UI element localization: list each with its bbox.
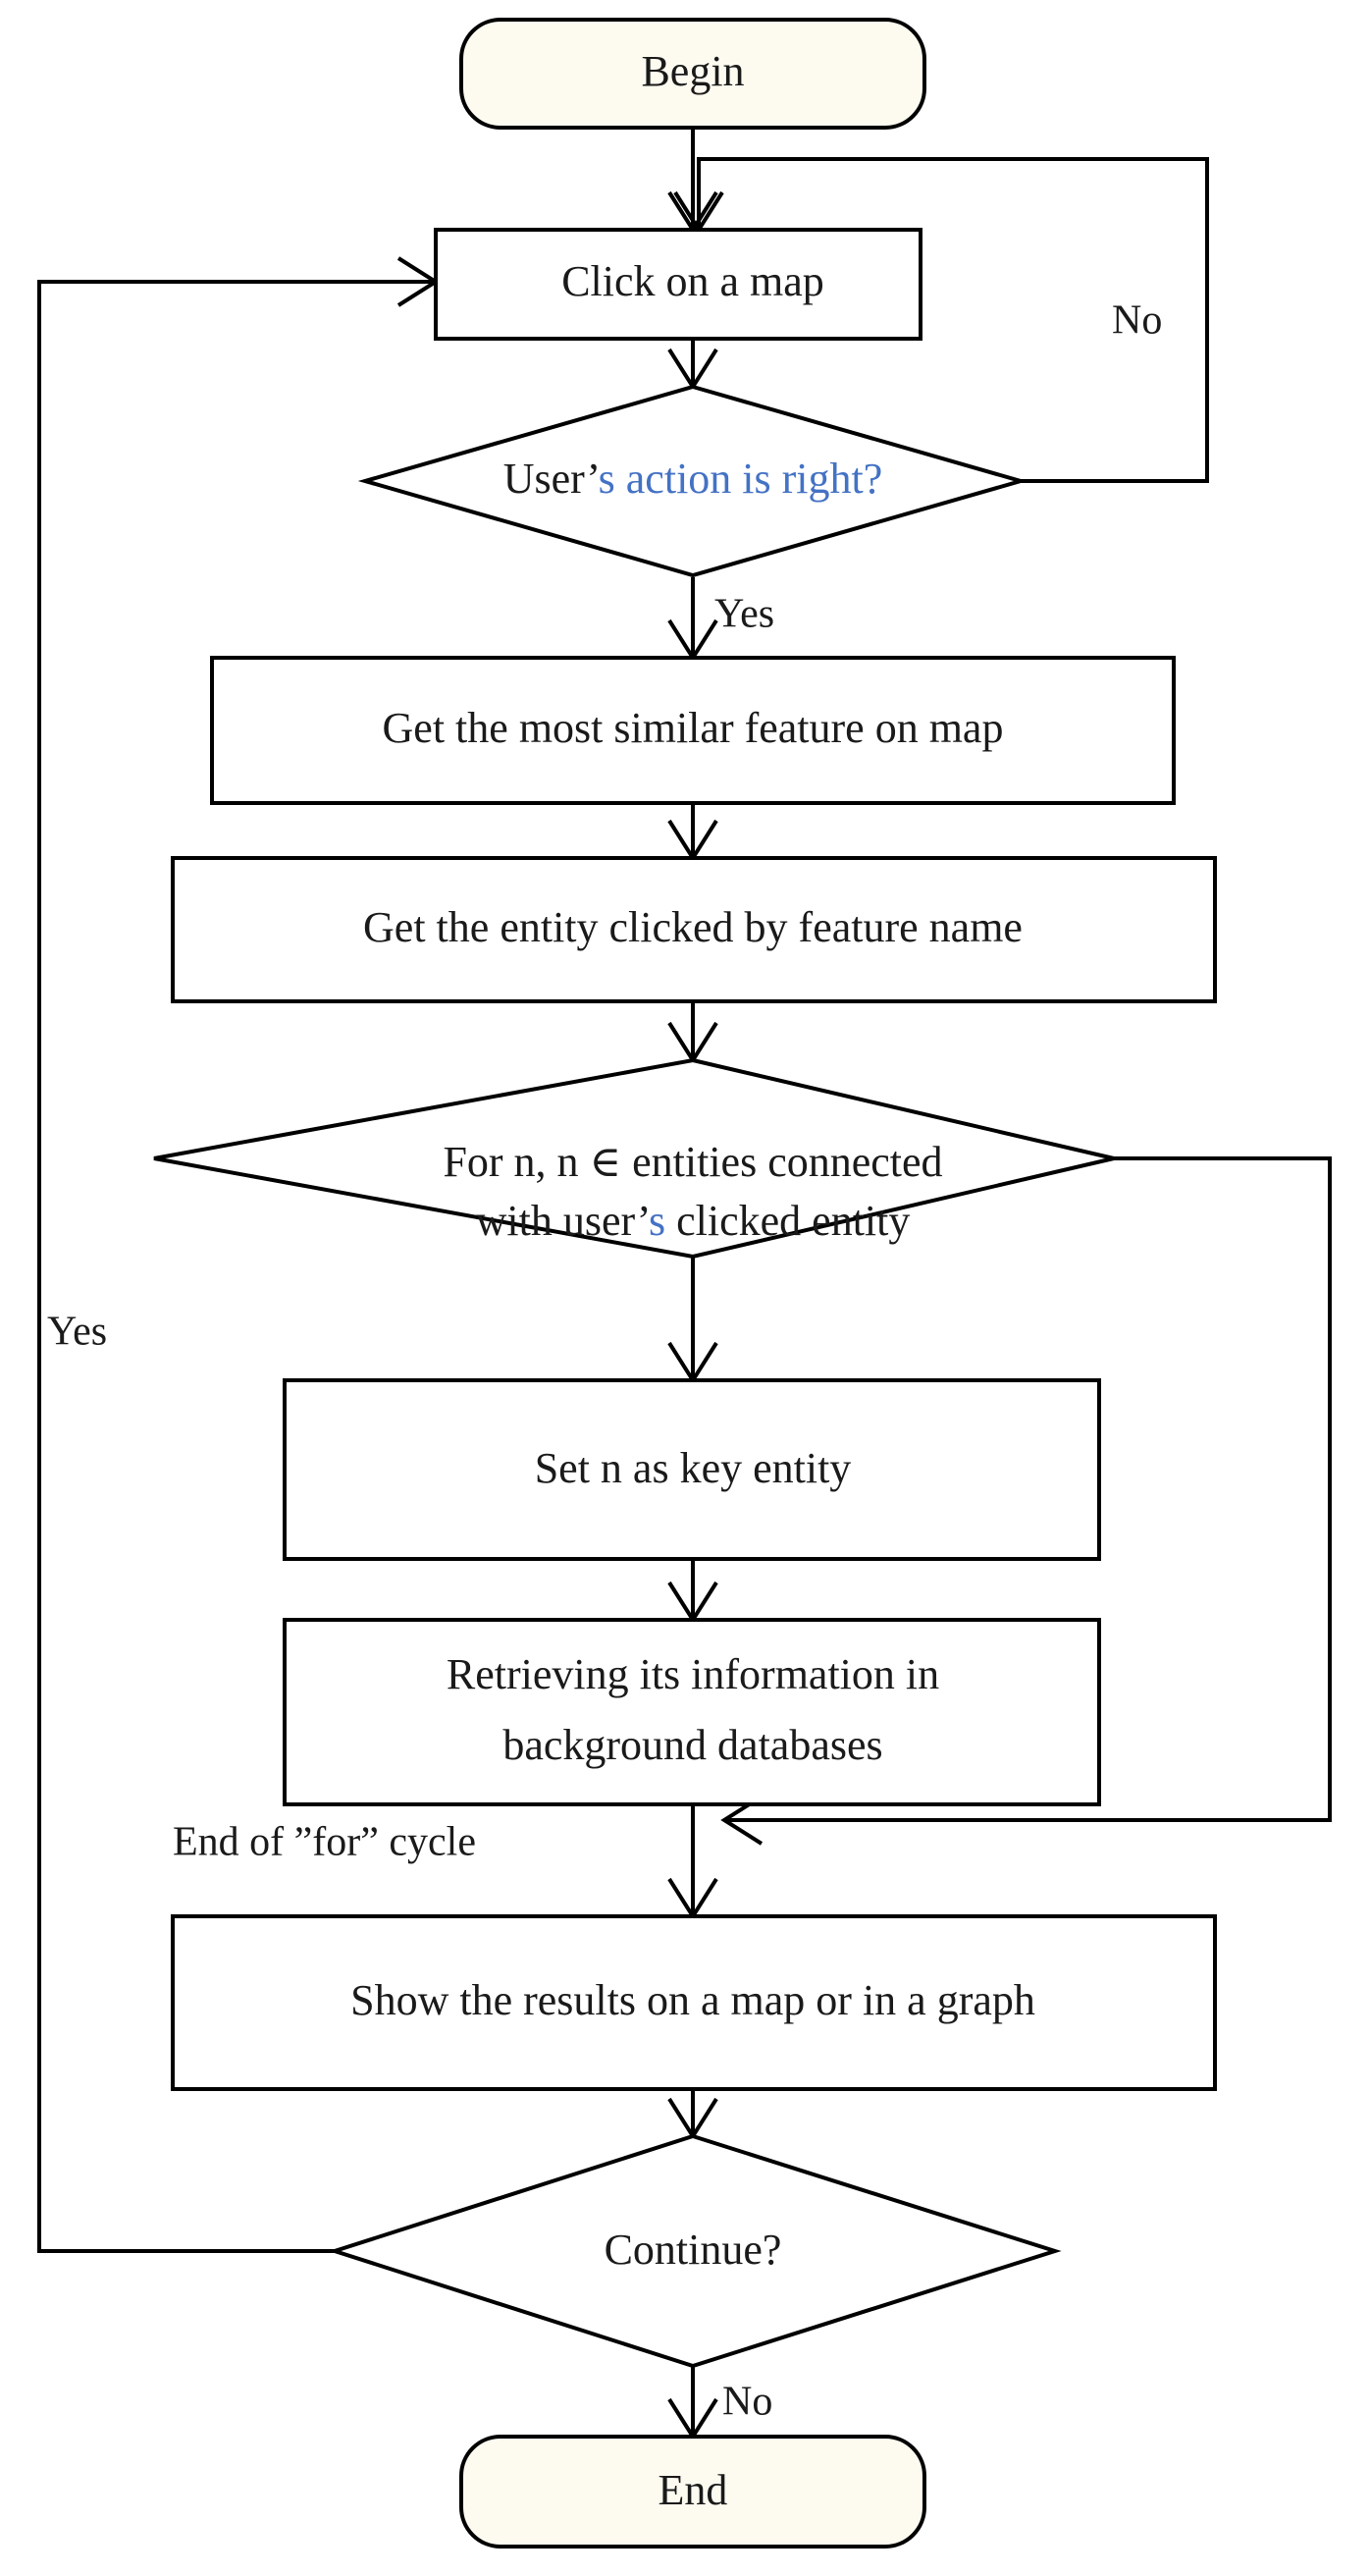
edge-click-to-decision xyxy=(667,339,718,391)
edge-similar-to-entity xyxy=(667,803,718,862)
forloop-text-line1-part-1: For n, n ∈ entities connected xyxy=(443,1138,942,1186)
node-entity-by-name[interactable]: Get the entity clicked by feature name xyxy=(171,856,1217,1003)
node-click-on-map[interactable]: Click on a map xyxy=(434,228,922,341)
forloop-text-line2-part-3: clicked entity xyxy=(665,1197,910,1245)
forloop-text-line2-part-2: s xyxy=(649,1197,665,1245)
node-decision-for-loop-line2: with user’s clicked entity xyxy=(476,1197,911,1245)
node-show-results-label: Show the results on a map or in a graph xyxy=(350,1976,1035,2024)
node-decision-for-loop[interactable]: For n, n ∈ entities connected with user’… xyxy=(153,1057,1115,1260)
node-end-label: End xyxy=(659,2466,728,2514)
node-begin-label: Begin xyxy=(641,47,744,95)
node-decision-continue[interactable]: Continue? xyxy=(328,2133,1062,2369)
edge-label-end-of-for-cycle: End of ”for” cycle xyxy=(173,1820,476,1865)
node-decision-for-loop-line1: For n, n ∈ entities connected xyxy=(443,1138,942,1186)
edge-label-no-action-right: No xyxy=(1112,298,1162,344)
edge-no-continue-to-end xyxy=(667,2366,718,2441)
edge-setkey-to-retrieve xyxy=(667,1559,718,1624)
node-similar-feature-label: Get the most similar feature on map xyxy=(383,704,1004,752)
node-retrieve-info[interactable]: Retrieving its information in background… xyxy=(283,1618,1101,1806)
forloop-text-line2-part-1: with user’ xyxy=(476,1197,649,1245)
node-decision-action-right[interactable]: User’s action is right? xyxy=(357,384,1028,578)
edge-yes-to-similar-feature xyxy=(667,577,718,662)
node-entity-by-name-label: Get the entity clicked by feature name xyxy=(363,903,1023,951)
edge-label-yes-action-right: Yes xyxy=(714,592,774,637)
edge-forloop-to-setkey xyxy=(667,1257,718,1384)
decision-text-part-1: User’ xyxy=(503,455,599,503)
node-begin[interactable]: Begin xyxy=(459,18,926,130)
edge-showresults-to-continue xyxy=(667,2089,718,2140)
node-similar-feature[interactable]: Get the most similar feature on map xyxy=(210,656,1176,805)
node-retrieve-info-line1: Retrieving its information in xyxy=(447,1650,939,1698)
edge-label-yes-continue: Yes xyxy=(47,1310,107,1355)
node-decision-action-right-label: User’s action is right? xyxy=(503,455,883,503)
node-set-key-entity[interactable]: Set n as key entity xyxy=(283,1378,1101,1561)
node-retrieve-info-line2: background databases xyxy=(502,1721,882,1769)
node-end[interactable]: End xyxy=(459,2435,926,2549)
edge-retrieve-to-showresults xyxy=(667,1804,718,1920)
node-set-key-entity-label: Set n as key entity xyxy=(535,1444,852,1492)
edge-entity-to-forloop xyxy=(667,1001,718,1064)
node-click-on-map-label: Click on a map xyxy=(561,257,824,305)
edge-label-no-continue: No xyxy=(722,2380,772,2425)
node-show-results[interactable]: Show the results on a map or in a graph xyxy=(171,1914,1217,2091)
node-decision-continue-label: Continue? xyxy=(605,2226,782,2274)
decision-text-part-2: s action is right? xyxy=(599,455,883,503)
